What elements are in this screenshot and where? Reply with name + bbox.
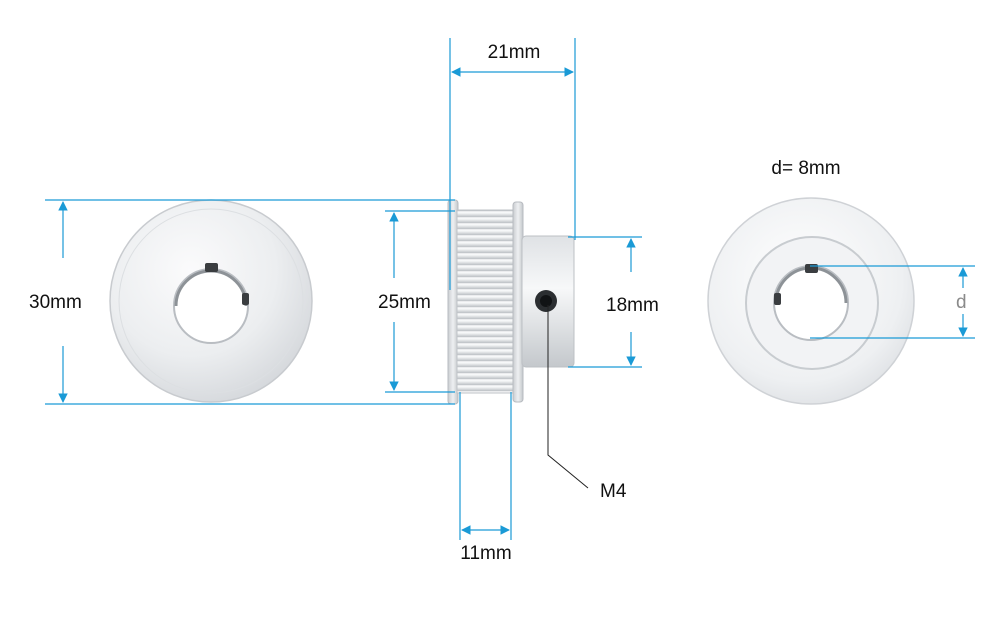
front-set-screw-top (205, 263, 218, 272)
side-view-pulley (447, 199, 575, 405)
back-set-screw-side (774, 293, 781, 305)
label-outer-diameter: 30mm (29, 292, 82, 313)
m4-leader-line (547, 305, 589, 489)
front-set-screw-side (242, 293, 249, 305)
back-bore-hole (773, 265, 849, 341)
label-teeth-width: 11mm (460, 543, 511, 564)
label-bore-diameter: d= 8mm (771, 158, 840, 179)
label-bore-width: 21mm (488, 42, 541, 63)
front-view-pulley (109, 199, 313, 403)
label-bore-symbol: d (956, 292, 967, 313)
dimension-lines (45, 38, 975, 540)
back-view-pulley (707, 197, 915, 405)
label-screw: M4 (600, 481, 627, 502)
set-screw-core (540, 295, 552, 307)
teeth-body (456, 209, 515, 394)
back-set-screw-top (805, 264, 818, 273)
label-hub-diameter: 18mm (606, 295, 659, 316)
front-face-ring (118, 208, 304, 394)
label-teeth-diameter: 25mm (378, 292, 431, 313)
front-bore-hole (173, 268, 249, 344)
